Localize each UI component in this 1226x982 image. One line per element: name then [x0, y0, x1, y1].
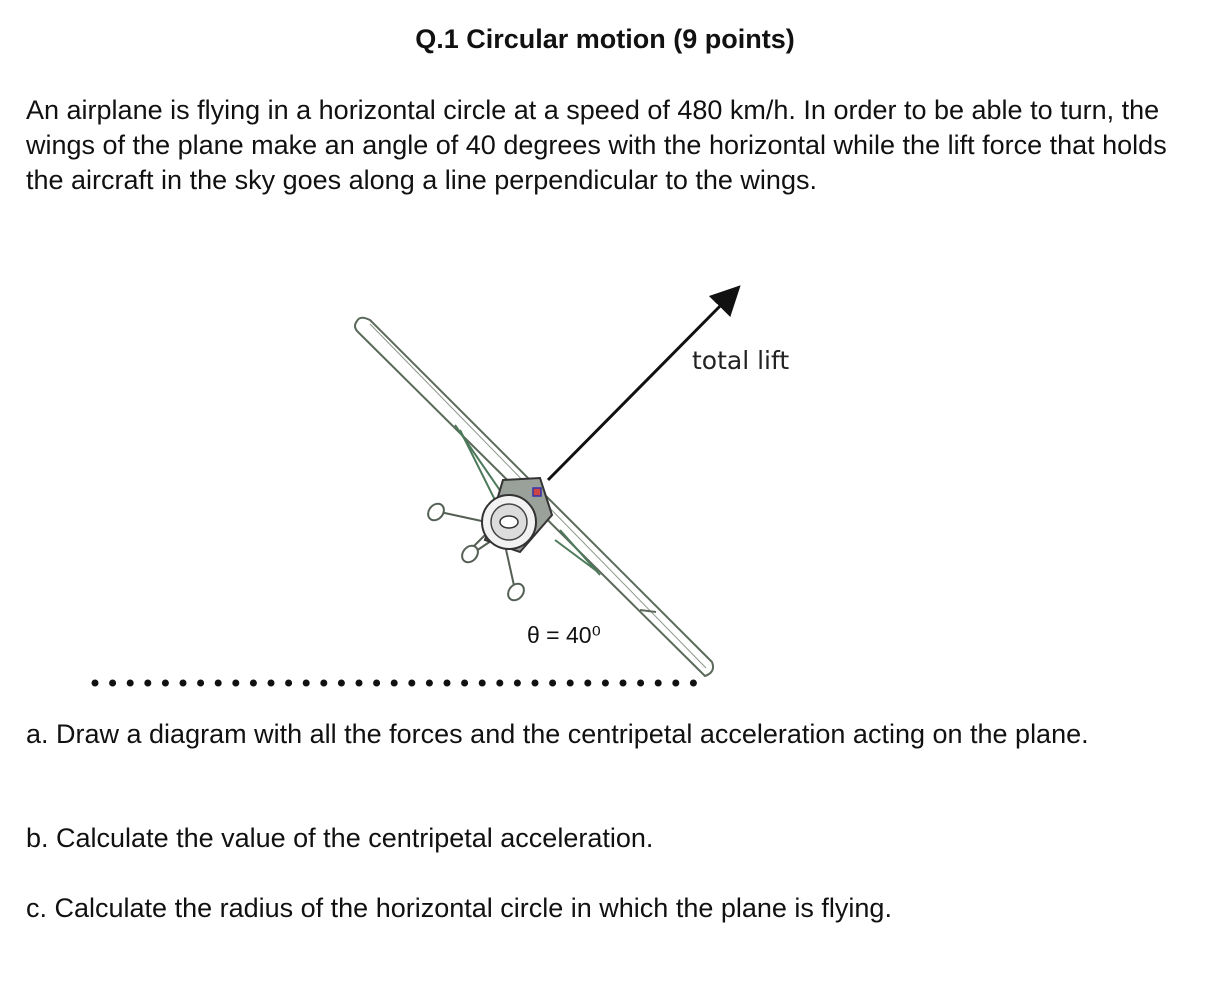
question-title: Q.1 Circular motion (9 points) — [415, 24, 795, 54]
angle-label: θ = 40⁰ — [527, 622, 601, 648]
lift-force-arrow — [546, 285, 741, 482]
part-a: a. Draw a diagram with all the forces an… — [26, 719, 1089, 749]
problem-statement: An airplane is flying in a horizontal ci… — [26, 95, 1167, 195]
fuselage — [481, 476, 554, 554]
part-b: b. Calculate the value of the centripeta… — [26, 823, 654, 853]
lift-label: total lift — [692, 346, 789, 375]
part-c: c. Calculate the radius of the horizonta… — [26, 893, 892, 923]
